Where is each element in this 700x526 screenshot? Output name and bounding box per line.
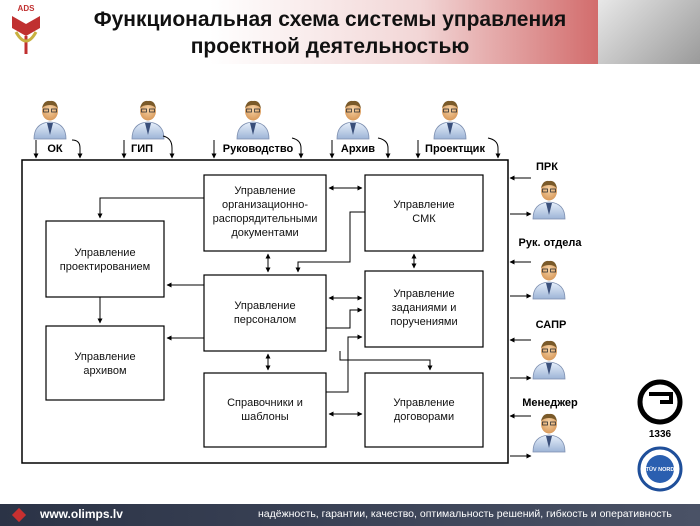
- module-archive-line-2: архивом: [83, 365, 126, 377]
- tuv-badge-text: TÜV NORD: [646, 466, 675, 473]
- module-contracts-line-2: договорами: [394, 411, 454, 423]
- module-smk-line-2: СМК: [412, 213, 436, 225]
- ads-logo: ADS: [12, 4, 40, 54]
- module-org-docs: [203, 174, 327, 252]
- role-label-management: Руководство: [223, 143, 294, 155]
- page-title: Функциональная схема системы управления …: [60, 6, 600, 60]
- title-line-1: Функциональная схема системы управления: [93, 8, 567, 31]
- footer-diamond-icon: [11, 507, 27, 523]
- role-label-designer: Проектщик: [425, 143, 485, 155]
- module-org-docs-line-1: Управление: [234, 185, 295, 197]
- functional-diagram: ОК ГИП Руководство Архив Проектщик ПРК Р…: [21, 100, 683, 492]
- module-org-docs-line-3: распорядительными: [213, 213, 318, 225]
- internal-connectors: [97, 185, 433, 417]
- module-staff: [203, 274, 327, 352]
- right-connectors: [509, 175, 532, 459]
- role-label-ok: ОК: [47, 143, 63, 155]
- module-archive-line-1: Управление: [74, 351, 135, 363]
- role-label-gip: ГИП: [131, 143, 153, 155]
- role-label-manager: Менеджер: [522, 397, 578, 409]
- module-archive: [45, 325, 165, 401]
- role-label-cad: САПР: [536, 319, 567, 331]
- module-tasks-line-1: Управление: [393, 288, 454, 300]
- role-label-dept-head: Рук. отдела: [519, 237, 583, 249]
- module-tasks-line-2: заданиями и: [392, 302, 457, 314]
- module-design-line-2: проектированием: [60, 261, 150, 273]
- user-icon-dept-head: [532, 260, 566, 300]
- title-line-2: проектной деятельностью: [190, 35, 470, 58]
- user-icon-manager: [532, 413, 566, 453]
- footer-slogan: надёжность, гарантии, качество, оптималь…: [258, 508, 672, 520]
- module-design: [45, 220, 165, 298]
- user-icon-designer: [433, 100, 467, 140]
- tuv-badge: TÜV NORD: [637, 446, 683, 492]
- module-tasks: [364, 270, 484, 348]
- module-smk-line-1: Управление: [393, 199, 454, 211]
- logo-text: ADS: [18, 4, 36, 13]
- user-icon-gip: [131, 100, 165, 140]
- module-staff-line-1: Управление: [234, 300, 295, 312]
- user-icon-prk: [532, 180, 566, 220]
- module-tasks-line-3: поручениями: [390, 316, 457, 328]
- system-frame: [21, 159, 509, 464]
- top-connectors: [33, 135, 501, 159]
- module-contracts: [364, 372, 484, 448]
- user-icon-archive: [336, 100, 370, 140]
- certificate-number: 1336: [649, 429, 672, 440]
- user-icon-ok: [33, 100, 67, 140]
- module-staff-line-2: персоналом: [234, 314, 296, 326]
- footer-url[interactable]: www.olimps.lv: [40, 507, 123, 521]
- module-design-line-1: Управление: [74, 247, 135, 259]
- diagram-canvas: ОК ГИП Руководство Архив Проектщик ПРК Р…: [0, 64, 700, 504]
- role-label-prk: ПРК: [536, 161, 558, 173]
- module-refs-line-1: Справочники и: [227, 397, 303, 409]
- role-label-archive: Архив: [341, 143, 375, 155]
- module-org-docs-line-2: организационно-: [222, 199, 308, 211]
- module-smk: [364, 174, 484, 252]
- header-photo: [598, 0, 700, 64]
- header-banner: ADS Функциональная схема системы управле…: [0, 0, 700, 64]
- module-contracts-line-1: Управление: [393, 397, 454, 409]
- module-refs-line-2: шаблоны: [241, 411, 288, 423]
- footer-bar: www.olimps.lv надёжность, гарантии, каче…: [0, 504, 700, 526]
- module-refs: [203, 372, 327, 448]
- user-icon-cad: [532, 340, 566, 380]
- certificate-mark: 1336: [637, 379, 683, 440]
- user-icon-management: [236, 100, 270, 140]
- module-org-docs-line-4: документами: [231, 227, 298, 239]
